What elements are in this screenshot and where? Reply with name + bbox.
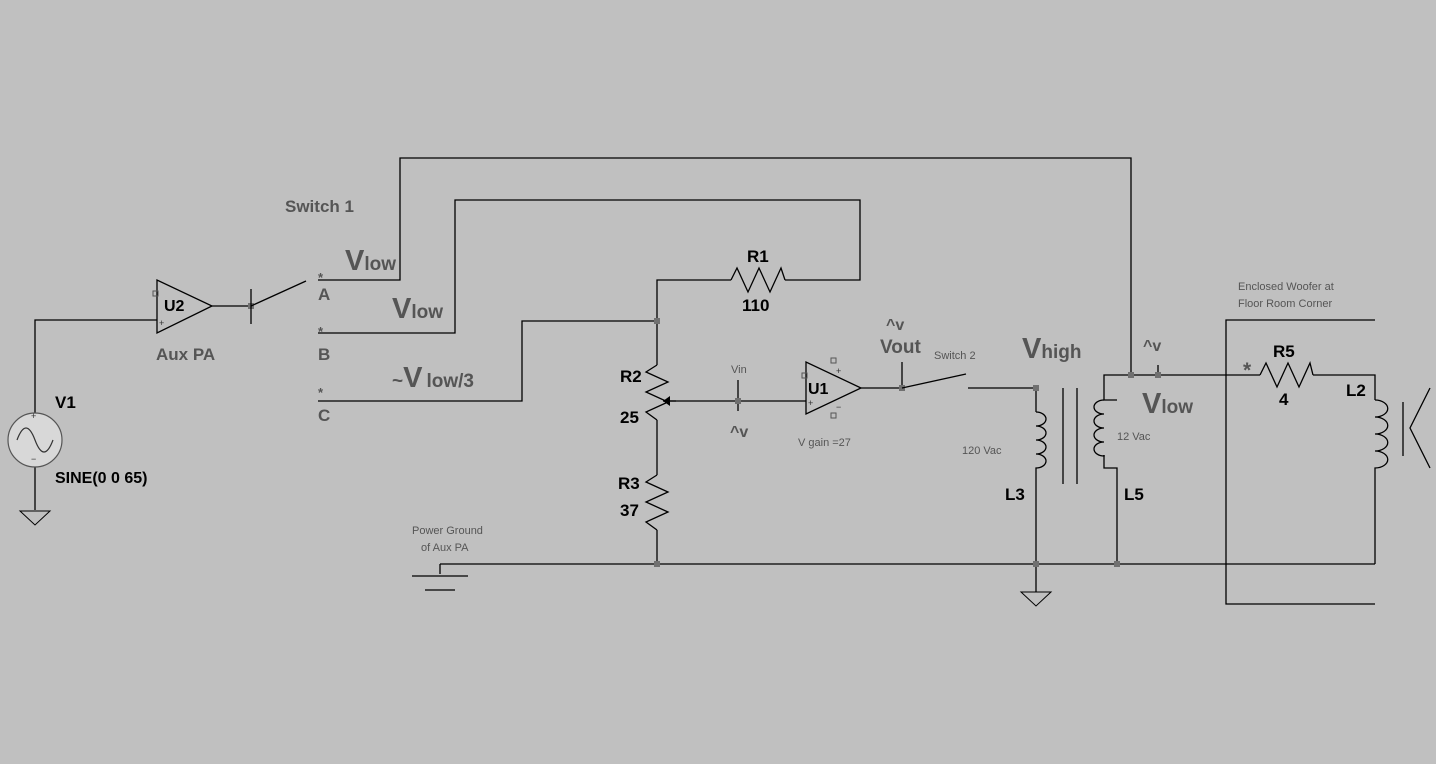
wire-switch2-l3	[968, 387, 1037, 412]
pin-square-icon	[801, 372, 808, 379]
net-vout: Vout	[880, 337, 921, 358]
minus-sign: −	[31, 454, 36, 464]
r1-value: 110	[742, 296, 769, 315]
wires	[34, 157, 1376, 592]
plus-sign: +	[808, 398, 813, 408]
plus-sign: +	[159, 318, 164, 328]
l5-inductor-icon[interactable]	[1093, 399, 1105, 457]
l5-voltage: 12 Vac	[1117, 431, 1151, 443]
r3-resistor-icon[interactable]	[644, 474, 670, 531]
plus-sign: +	[836, 366, 841, 376]
speaker-cone-icon	[1409, 387, 1431, 469]
u2-name: Aux PA	[156, 345, 215, 364]
junction-dot	[1033, 385, 1039, 391]
probe-secondary: ^v	[1143, 338, 1161, 355]
l3-inductor-icon[interactable]	[1035, 411, 1047, 470]
junction-dot	[1114, 561, 1120, 567]
r5-resistor-icon[interactable]	[1259, 361, 1314, 389]
power-ground-line2: of Aux PA	[421, 542, 469, 554]
pin-square-icon	[830, 412, 837, 419]
probe-vout: ^v	[886, 317, 904, 334]
wiper-arrow-icon	[663, 396, 670, 406]
sine-wave-icon	[16, 427, 54, 453]
switch1-pos-c: C	[318, 406, 330, 425]
r5-marker: *	[1243, 359, 1252, 382]
opamp-triangle-icon	[805, 360, 863, 416]
r1-ref: R1	[747, 247, 769, 266]
ground-icon	[18, 510, 52, 526]
l2-inductor-icon[interactable]	[1374, 399, 1389, 470]
net-vhigh: Vhigh	[1022, 333, 1081, 365]
wire-r1-left	[656, 279, 731, 365]
u2-ref: U2	[164, 298, 185, 315]
switch2-label: Switch 2	[934, 350, 976, 362]
r1-resistor-icon[interactable]	[730, 266, 786, 294]
l2-ref: L2	[1346, 381, 1366, 400]
switch1[interactable]	[250, 280, 307, 324]
net-vlow-a: Vlow	[345, 245, 396, 277]
v1-value: SINE(0 0 65)	[55, 470, 147, 487]
switch1-pos-a: A	[318, 285, 330, 304]
wire-switch-a-vlow	[318, 157, 1132, 375]
r3-value: 37	[620, 501, 639, 520]
pin-square-icon	[830, 357, 837, 364]
woofer-enclosure	[1225, 319, 1375, 605]
wire-switch-c-divider	[318, 320, 657, 402]
plus-sign: +	[31, 411, 36, 421]
switch1-pos-b: B	[318, 345, 330, 364]
r2-value: 25	[620, 408, 639, 427]
junction-dot	[654, 561, 660, 567]
r2-potentiometer-icon[interactable]	[644, 364, 670, 421]
woofer-note-line1: Enclosed Woofer at	[1238, 281, 1334, 293]
v1-source[interactable]: + −	[7, 411, 63, 468]
net-vlow-secondary: Vlow	[1142, 388, 1193, 420]
wire-v1-u2	[34, 319, 157, 418]
l3-voltage: 120 Vac	[962, 445, 1002, 457]
u1-input-label: Vin	[731, 364, 747, 376]
u1-opamp[interactable]: + + −	[801, 357, 863, 419]
switch1-marker-b: *	[318, 324, 324, 339]
switch2-lever-icon[interactable]	[901, 373, 967, 389]
l5-ref: L5	[1124, 485, 1144, 504]
junction-dot	[735, 398, 741, 404]
junction-dot	[1033, 561, 1039, 567]
junction-dot	[1128, 372, 1134, 378]
amplifier-triangle-icon	[156, 278, 214, 335]
switch1-marker-c: *	[318, 385, 324, 400]
r5-ref: R5	[1273, 342, 1295, 361]
v1-ref: V1	[55, 393, 76, 412]
wire-switch-b-r1	[318, 199, 861, 334]
switch1-marker-a: *	[318, 270, 324, 285]
r5-value: 4	[1279, 390, 1289, 409]
pin-square-icon	[152, 290, 159, 297]
switch-lever-icon	[250, 280, 307, 307]
l3-ref: L3	[1005, 485, 1025, 504]
minus-sign: −	[836, 402, 841, 412]
ground-icon	[1019, 591, 1053, 607]
wire-l5-r5	[1103, 374, 1260, 401]
r3-ref: R3	[618, 474, 640, 493]
power-ground-line1: Power Ground	[412, 525, 483, 537]
junction-dot	[654, 318, 660, 324]
probe-vin: ^v	[730, 424, 748, 441]
u1-ref: U1	[808, 381, 829, 398]
wire-l5-ground	[1103, 455, 1118, 564]
wire-r5-l2	[1313, 374, 1376, 400]
net-vlow-b: Vlow	[392, 293, 443, 325]
u2-amplifier[interactable]: +	[152, 278, 214, 335]
u1-gain: V gain =27	[798, 437, 851, 449]
r2-ref: R2	[620, 367, 642, 386]
switch1-label: Switch 1	[285, 197, 354, 216]
junction-dot	[1155, 372, 1161, 378]
woofer-note-line2: Floor Room Corner	[1238, 298, 1332, 310]
